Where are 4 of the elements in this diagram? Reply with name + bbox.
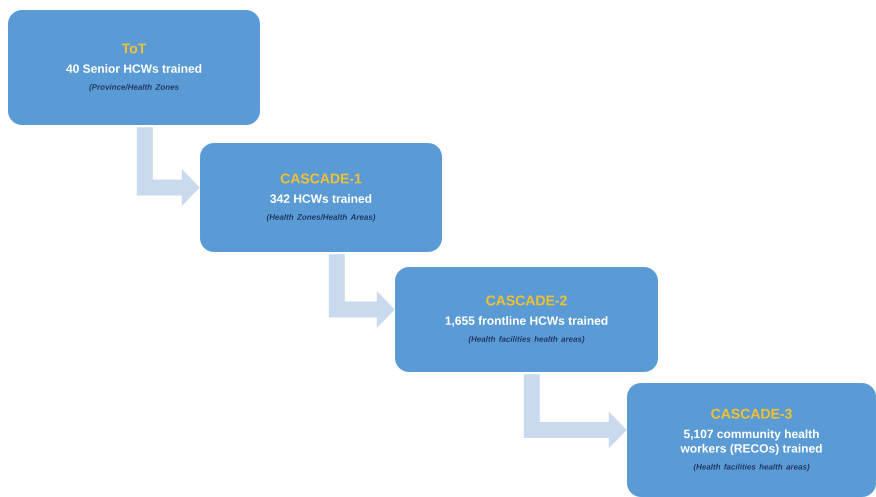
process-box: ToT 40 Senior HCWs trained (Province/Health Zones: [8, 10, 260, 125]
process-box: CASCADE-3 5,107 community health workers (RECOs) trained (Health facilities health areas): [627, 383, 876, 497]
process-box: CASCADE-1 342 HCWs trained (Health Zones/Health Areas): [200, 143, 442, 252]
process-box: CASCADE-2 1,655 frontline HCWs trained (Health facilities health areas): [395, 267, 658, 372]
